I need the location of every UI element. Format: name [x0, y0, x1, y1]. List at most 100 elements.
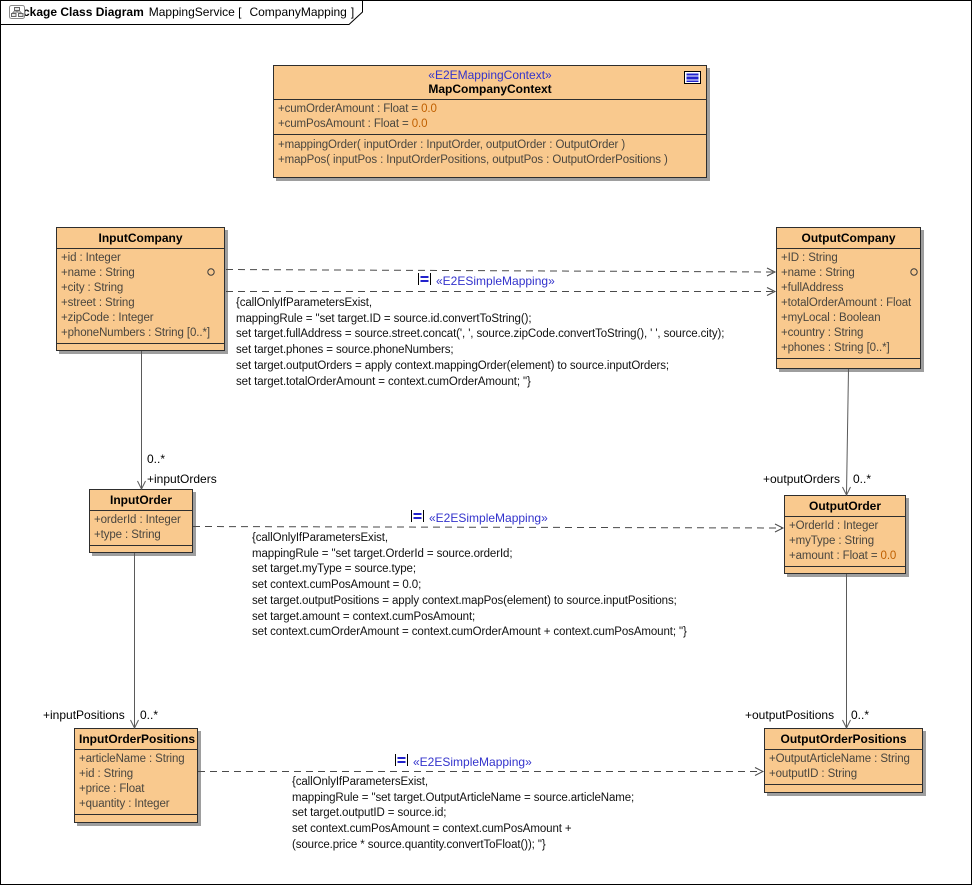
member-row: set target.amount = context.cumPosAmount…	[252, 610, 476, 623]
member-row: +cumPosAmount : Float = 0.0	[278, 118, 428, 130]
role-label: +outputPositions	[745, 708, 835, 722]
member-row: +street : String	[61, 297, 135, 309]
class-name: MapCompanyContext	[428, 82, 552, 96]
member-row: +OrderId : Integer	[789, 520, 879, 532]
arrowhead-icon	[766, 267, 777, 277]
member-row: +country : String	[781, 327, 864, 339]
mapping-note-icon	[395, 754, 408, 769]
multiplicity-label: 0..*	[851, 708, 870, 722]
class-name: InputCompany	[57, 228, 224, 249]
frame-package-label: MappingService [	[148, 5, 242, 19]
operations-compartment	[90, 546, 192, 554]
frame-tab-outline	[1, 1, 363, 25]
member-row: +ID : String	[781, 252, 838, 264]
class-name: OutputCompany	[777, 228, 920, 249]
mapping-note-order: {callOnlyIfParametersExist, mappingRule =…	[252, 531, 687, 641]
member-row: +totalOrderAmount : Float	[781, 297, 912, 309]
package-frame-tab: package Class Diagram MappingService [ C…	[1, 1, 381, 25]
attributes-compartment: +id : Integer +name : String +city : Strin…	[57, 249, 224, 344]
member-row: (source.price * source.quantity.convertT…	[292, 838, 546, 851]
attribute-initial-value: 0.0	[411, 118, 428, 130]
member-row: {callOnlyIfParametersExist,	[292, 776, 428, 788]
mapping-note-company: {callOnlyIfParametersExist, mappingRule =…	[236, 296, 724, 390]
arrowhead-icon	[130, 719, 139, 730]
class-outputorderpositions[interactable]: OutputOrderPositions +OutputArticleName …	[764, 728, 923, 793]
member-row: +price : Float	[79, 783, 145, 795]
member-row: +mapPos( inputPos : InputOrderPositions,…	[278, 154, 668, 166]
frame-close-bracket: ]	[350, 5, 355, 19]
attributes-compartment: +ID : String +name : String +fullAddress +t…	[777, 249, 920, 359]
operations-compartment	[57, 344, 224, 352]
arrowhead-icon	[774, 523, 785, 533]
member-row: {callOnlyIfParametersExist,	[236, 297, 372, 309]
member-row: +myType : String	[789, 535, 875, 547]
member-row: +amount : Float = 0.0	[789, 550, 897, 562]
member-row: {callOnlyIfParametersExist,	[252, 532, 388, 544]
mapping-stereotype: «E2ESimpleMapping»	[413, 754, 532, 769]
arrowhead-icon	[754, 767, 765, 776]
class-inputorder[interactable]: InputOrder +orderId : Integer+type : Str…	[89, 489, 193, 553]
operations-compartment	[75, 815, 197, 823]
member-row: +OutputArticleName : String	[769, 753, 910, 765]
member-row: +phones : String [0..*]	[781, 342, 890, 354]
member-row: mappingRule = "set target.ID = source.id…	[236, 312, 532, 325]
class-inputcompany[interactable]: InputCompany +id : Integer +name : String…	[56, 227, 225, 351]
attributes-compartment: +articleName : String +id : String +price …	[75, 750, 197, 815]
member-row: +name : String	[61, 267, 135, 279]
member-row: set target.phones = source.phoneNumbers;	[236, 344, 454, 357]
multiplicity-label: 0..*	[853, 472, 872, 486]
mapping-company-link-1[interactable]	[225, 269, 775, 273]
member-row: set context.cumOrderAmount = context.cum…	[252, 626, 687, 639]
class-inputorderpositions[interactable]: InputOrderPositions +articleName : Strin…	[74, 728, 198, 823]
attribute-initial-value: 0.0	[880, 550, 897, 562]
mapping-label-company[interactable]: «E2ESimpleMapping»	[418, 273, 555, 288]
member-row: +phoneNumbers : String [0..*]	[61, 327, 210, 339]
attributes-compartment: +cumOrderAmount : Float = 0.0 +cumPosAmou…	[274, 100, 706, 135]
member-row: set target.fullAddress = source.street.c…	[236, 328, 725, 341]
attributes-compartment: +orderId : Integer+type : String	[90, 511, 192, 546]
attributes-compartment: +OutputArticleName : String+outputID : S…	[765, 750, 922, 785]
member-row: +city : String	[61, 282, 124, 294]
class-outputcompany[interactable]: OutputCompany +ID : String +name : String…	[776, 227, 921, 369]
member-row: mappingRule = "set target.OrderId = sour…	[252, 547, 513, 560]
mapping-label-order[interactable]: «E2ESimpleMapping»	[411, 510, 548, 525]
operations-compartment	[765, 785, 922, 793]
attribute-initial-value: 0.0	[421, 103, 437, 115]
mapping-note-icon	[411, 510, 424, 525]
member-row: set context.cumPosAmount = 0.0;	[252, 579, 422, 592]
class-name: InputOrder	[90, 490, 192, 511]
member-row: +mappingOrder( inputOrder : InputOrder, …	[278, 139, 626, 151]
member-row: +articleName : String	[79, 753, 185, 765]
operations-compartment	[777, 359, 920, 367]
member-row: +fullAddress	[781, 282, 844, 294]
class-outputorder[interactable]: OutputOrder +OrderId : Integer +myType : …	[784, 495, 906, 574]
member-row: +cumOrderAmount : Float = 0.0	[278, 103, 437, 115]
member-row: +zipCode : Integer	[61, 312, 154, 324]
arrowhead-icon	[766, 287, 777, 296]
operations-compartment	[785, 567, 905, 575]
member-row: +id : String	[79, 768, 134, 780]
member-row: +myLocal : Boolean	[781, 312, 881, 324]
frame-diagram-label: CompanyMapping	[249, 5, 347, 19]
role-label: +outputOrders	[763, 472, 841, 486]
member-row: set target.outputID = source.id;	[292, 807, 447, 820]
mapping-label-positions[interactable]: «E2ESimpleMapping»	[395, 754, 532, 769]
arrowhead-icon	[842, 486, 851, 497]
mapping-stereotype: «E2ESimpleMapping»	[436, 273, 555, 288]
member-row: +id : Integer	[61, 252, 121, 264]
assoc-outputcompany-outputorder[interactable]	[846, 368, 849, 495]
member-row: set target.outputOrders = apply context.…	[236, 359, 669, 372]
arrowhead-icon	[842, 719, 851, 730]
class-mapcompanycontext[interactable]: «E2EMappingContext» MapCompanyContext +c…	[273, 65, 707, 178]
class-name: InputOrderPositions	[75, 729, 197, 750]
member-row: +orderId : Integer	[94, 514, 181, 526]
mapping-order-link[interactable]	[192, 526, 783, 529]
member-row: +name : String	[781, 267, 855, 279]
member-row: set target.totalOrderAmount = context.cu…	[236, 375, 531, 388]
mapping-note-icon	[418, 273, 431, 288]
document-lines-icon[interactable]	[684, 71, 701, 89]
class-name: OutputOrder	[785, 496, 905, 517]
class-name: OutputOrderPositions	[765, 729, 922, 750]
multiplicity-label: 0..*	[140, 708, 159, 722]
